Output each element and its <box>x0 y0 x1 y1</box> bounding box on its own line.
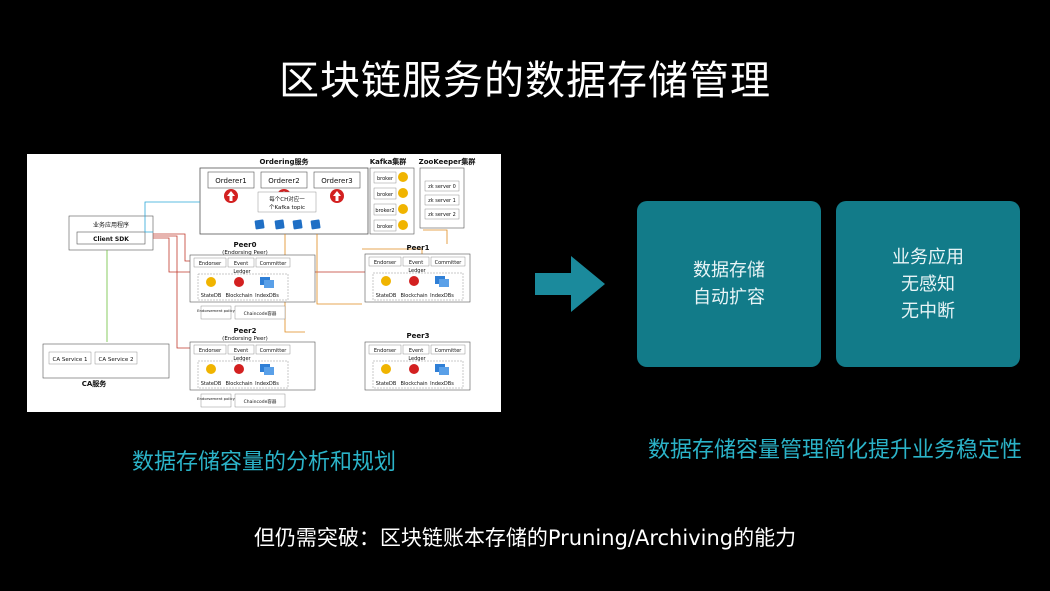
svg-text:Endorser: Endorser <box>374 348 397 354</box>
svg-text:Blockchain: Blockchain <box>225 381 252 387</box>
peer3-statedb-icon <box>381 364 391 374</box>
peer2-policy: Endorsement policy <box>197 396 235 401</box>
zk-server-1: zk server 1 <box>428 198 456 204</box>
business-line1: 业务应用 <box>892 246 964 268</box>
peer0-sub: (Endorsing Peer) <box>222 250 268 256</box>
peer0-name: Peer0 <box>234 241 257 249</box>
business-line3: 无中断 <box>901 300 955 322</box>
zk-server-0: zk server 0 <box>428 184 456 190</box>
svg-text:Blockchain: Blockchain <box>400 293 427 299</box>
peer1-blockchain-icon <box>409 276 419 286</box>
peer3-name: Peer3 <box>407 332 430 340</box>
svg-text:Event: Event <box>234 348 248 354</box>
peer0-chaincode: Chaincode容器 <box>244 310 277 317</box>
orderer-1-label: Orderer1 <box>215 177 246 185</box>
svg-text:Event: Event <box>409 260 423 266</box>
arrow-right-icon <box>535 256 605 312</box>
peer2-chaincode: Chaincode容器 <box>244 398 277 405</box>
svg-text:Event: Event <box>234 261 248 267</box>
caption-right: 数据存储容量管理简化提升业务稳定性 <box>647 438 1022 463</box>
svg-text:Endorser: Endorser <box>199 348 222 354</box>
svg-text:Committer: Committer <box>260 348 288 354</box>
channel-topics <box>254 219 321 230</box>
kafka-note-line2: 个Kafka topic <box>269 204 305 211</box>
peer0-modules: Endorser Event Committer <box>193 257 291 268</box>
svg-text:StateDB: StateDB <box>376 381 397 387</box>
zookeeper-label: ZooKeeper集群 <box>419 157 476 166</box>
auto-scale-line2: 自动扩容 <box>693 287 765 308</box>
ca-service-2: CA Service 2 <box>99 357 134 363</box>
orderer-3: Orderer3 <box>313 171 361 203</box>
peer0-policy: Endorsement policy <box>197 308 235 313</box>
sdk-label: Client SDK <box>93 236 129 243</box>
zk-server-2: zk server 2 <box>428 212 456 218</box>
orderer-2-label: Orderer2 <box>268 177 299 185</box>
svg-text:StateDB: StateDB <box>376 293 397 299</box>
broker-4: broker <box>377 224 394 230</box>
kafka-label: Kafka集群 <box>370 157 407 166</box>
svg-text:StateDB: StateDB <box>201 381 222 387</box>
orderer-1: Orderer1 <box>207 171 255 203</box>
caption-left: 数据存储容量的分析和规划 <box>131 450 396 475</box>
business-line2: 无感知 <box>901 273 955 295</box>
peer3-ledger: Ledger <box>408 356 426 362</box>
peer0-ledger: Ledger <box>233 269 251 275</box>
broker-1: broker <box>377 176 394 182</box>
peer2-sub: (Endorsing Peer) <box>222 336 268 342</box>
bottom-text: 但仍需突破：区块链账本存储的Pruning/Archiving的能力 <box>253 526 797 550</box>
broker-2: broker <box>377 192 394 198</box>
ca-label: CA服务 <box>82 379 108 388</box>
broker-list: broker broker broker2 broker <box>373 171 408 232</box>
peer0-statedb-icon <box>206 277 216 287</box>
svg-text:IndexDBs: IndexDBs <box>255 381 279 387</box>
kafka-note-line1: 每个CH对应一 <box>269 195 305 203</box>
auto-scale-box: 数据存储 自动扩容 <box>637 201 821 367</box>
architecture-svg: Ordering服务 Orderer1 Orderer2 Orderer3 每个… <box>42 157 476 408</box>
svg-text:Endorser: Endorser <box>374 260 397 266</box>
page-title: 区块链服务的数据存储管理 <box>279 58 771 104</box>
svg-text:StateDB: StateDB <box>201 293 222 299</box>
ca-service-1: CA Service 1 <box>53 357 88 363</box>
peer2-name: Peer2 <box>234 327 257 335</box>
svg-text:IndexDBs: IndexDBs <box>430 381 454 387</box>
peer2-modules: Endorser Event Committer <box>193 344 291 355</box>
auto-scale-line1: 数据存储 <box>693 260 765 281</box>
svg-text:IndexDBs: IndexDBs <box>430 293 454 299</box>
ordering-label: Ordering服务 <box>259 157 309 166</box>
peer3-modules: Endorser Event Committer <box>368 344 466 355</box>
peer1-statedb-icon <box>381 276 391 286</box>
svg-text:Blockchain: Blockchain <box>225 293 252 299</box>
zk-server-list: zk server 0 zk server 1 zk server 2 <box>424 180 460 220</box>
peer2-statedb-icon <box>206 364 216 374</box>
peer1-name: Peer1 <box>407 244 430 252</box>
svg-text:Blockchain: Blockchain <box>400 381 427 387</box>
business-box: 业务应用 无感知 无中断 <box>836 201 1020 367</box>
svg-text:Committer: Committer <box>435 348 463 354</box>
orderer-3-label: Orderer3 <box>321 177 352 185</box>
svg-text:Endorser: Endorser <box>199 261 222 267</box>
broker-3: broker2 <box>375 208 394 214</box>
svg-text:Event: Event <box>409 348 423 354</box>
architecture-diagram: Ordering服务 Orderer1 Orderer2 Orderer3 每个… <box>27 154 501 412</box>
peer1-ledger: Ledger <box>408 268 426 274</box>
svg-text:Committer: Committer <box>260 261 288 267</box>
svg-text:IndexDBs: IndexDBs <box>255 293 279 299</box>
peer2-blockchain-icon <box>234 364 244 374</box>
app-label: 业务应用程序 <box>93 221 129 229</box>
kafka-note-box <box>257 191 317 213</box>
peer3-blockchain-icon <box>409 364 419 374</box>
peer1-modules: Endorser Event Committer <box>368 256 466 267</box>
svg-text:Committer: Committer <box>435 260 463 266</box>
peer0-blockchain-icon <box>234 277 244 287</box>
peer2-ledger: Ledger <box>233 356 251 362</box>
